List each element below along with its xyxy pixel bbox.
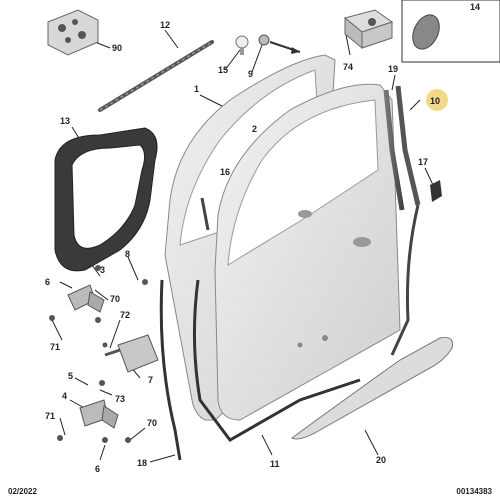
callout-90: 90	[112, 43, 122, 53]
part-74-insulator-kit[interactable]	[343, 9, 394, 50]
callout-labels: 12 90 15 9 74 14 19 10 1 2 13 16 17 8 3 …	[45, 2, 480, 474]
callout-8: 8	[125, 249, 130, 259]
part-14-badge-box[interactable]	[401, 0, 500, 63]
part-13-door-trim-seal[interactable]	[54, 127, 158, 272]
callout-17: 17	[418, 157, 428, 167]
callout-6-upper: 6	[45, 277, 50, 287]
part-10-window-channel[interactable]	[395, 85, 421, 206]
callout-71-lower: 71	[45, 411, 55, 421]
callout-20: 20	[376, 455, 386, 465]
callout-9: 9	[248, 69, 253, 79]
part-7-door-check[interactable]	[104, 334, 159, 373]
callout-2: 2	[252, 124, 257, 134]
part-11-door-seal[interactable]	[192, 279, 361, 442]
callout-13: 13	[60, 116, 70, 126]
callout-74: 74	[343, 62, 353, 72]
diagram-date: 02/2022	[8, 487, 37, 496]
callout-70-upper: 70	[110, 294, 120, 304]
callout-12: 12	[160, 20, 170, 30]
part-2-door-shell-front[interactable]	[214, 83, 401, 421]
callout-73: 73	[115, 394, 125, 404]
callout-1: 1	[194, 84, 199, 94]
callout-3: 3	[100, 265, 105, 275]
callout-14: 14	[470, 2, 480, 12]
part-4-hinge-lower[interactable]	[79, 399, 119, 429]
part-3-hinge-upper[interactable]	[67, 284, 105, 313]
highlight-marker	[426, 89, 448, 111]
callout-5: 5	[68, 371, 73, 381]
part-16-moulding[interactable]	[200, 197, 210, 231]
part-90-fastener-kit[interactable]	[47, 9, 99, 56]
callout-4: 4	[62, 391, 67, 401]
fasteners	[49, 265, 148, 443]
part-19-door-strip[interactable]	[383, 89, 405, 211]
callout-72: 72	[120, 310, 130, 320]
callout-15: 15	[218, 65, 228, 75]
part-9-plug[interactable]	[258, 34, 301, 54]
diagram-reference-number: 00134383	[456, 487, 492, 496]
part-12-window-seal-strip[interactable]	[98, 40, 214, 112]
callout-10: 10	[430, 96, 440, 106]
part-18-weatherstrip[interactable]	[159, 279, 182, 461]
part-15-clip[interactable]	[235, 35, 249, 55]
callout-19: 19	[388, 64, 398, 74]
callout-70-lower: 70	[147, 418, 157, 428]
callout-71-upper: 71	[50, 342, 60, 352]
callout-7: 7	[148, 375, 153, 385]
part-17-trim-piece[interactable]	[430, 180, 442, 202]
callout-18: 18	[137, 458, 147, 468]
part-20-side-moulding[interactable]	[291, 337, 453, 440]
callout-16: 16	[220, 167, 230, 177]
callout-11: 11	[270, 459, 280, 469]
part-front-edge-seal[interactable]	[390, 204, 420, 356]
callout-6-lower: 6	[95, 464, 100, 474]
